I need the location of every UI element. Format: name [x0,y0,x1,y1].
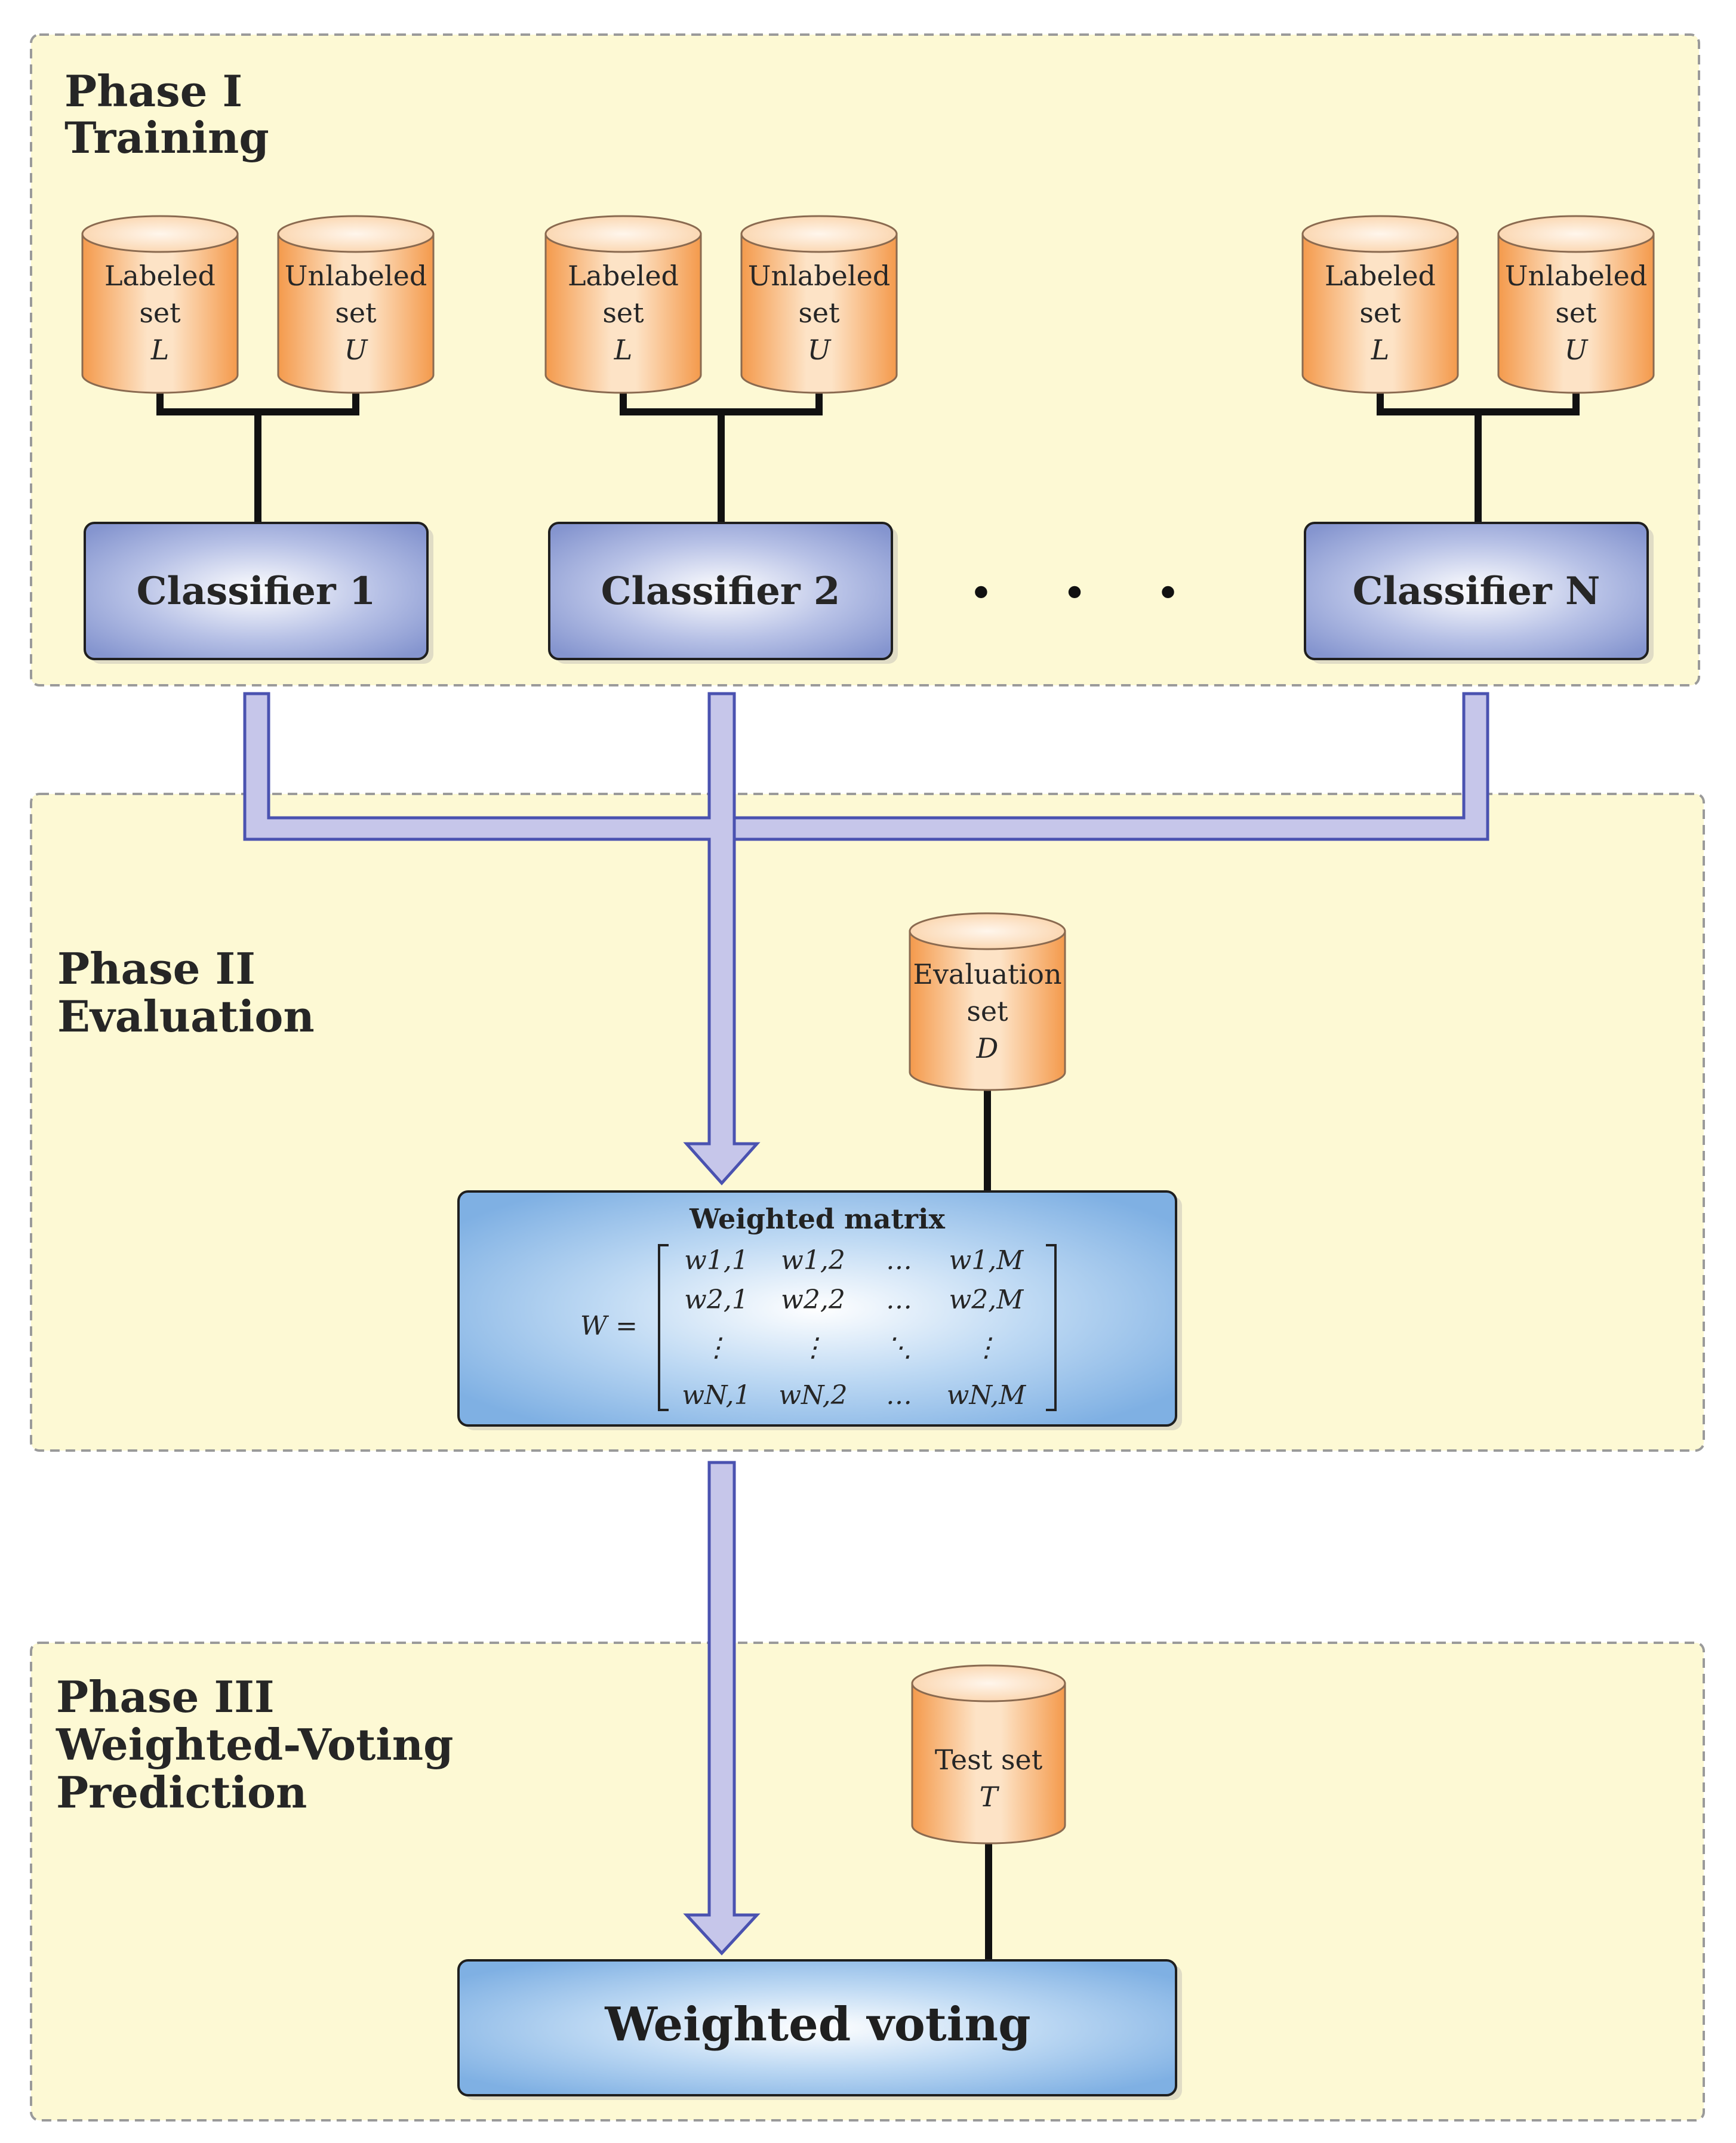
phase-2-subtitle: Evaluation [57,991,315,1042]
matrix-cell: ⋮ [800,1332,826,1363]
classifier-box-n [1304,522,1649,660]
matrix-cell: w1,M [949,1245,1024,1276]
cylinder-label: set [139,297,181,329]
classifier-group-1: Labeled set L Unlabeled set U Classifier… [81,215,435,664]
cylinder-variable: U [1565,334,1589,366]
cylinder-variable: U [808,334,832,366]
classifier-label: Classifier N [1353,569,1600,614]
cylinder-variable: L [614,334,633,366]
matrix-lhs: W = [580,1311,638,1341]
weighted-voting-box: Weighted voting [457,1959,1182,2100]
cylinder-label: Test set [935,1744,1043,1776]
test-set-cylinder: Test set T [911,1664,1066,1960]
cylinder-label: set [1555,297,1597,329]
classifier-group-2: Labeled set L Unlabeled set U Classifier… [544,215,898,664]
matrix-cell: ⋮ [703,1332,730,1363]
classifier-group-n: Labeled set L Unlabeled set U Classifier… [1301,215,1655,664]
cylinder-label: Unlabeled [748,260,891,292]
cylinder-label: Unlabeled [1505,260,1648,292]
right-bracket [1046,1244,1057,1411]
cylinder-label: set [1359,297,1401,329]
cylinder-label: set [967,995,1008,1027]
matrix-cell: w2,1 [684,1285,749,1315]
labeled-set-cylinder: Labeled set L [81,215,239,394]
matrix-cell: w2,2 [781,1285,845,1315]
classifier-box-1 [84,522,429,660]
unlabeled-set-cylinder: Unlabeled set U [1497,215,1655,394]
phase-3-container [30,1642,1705,2122]
classifier-label: Classifier 1 [137,569,376,614]
phase-1-subtitle: Training [64,112,269,163]
merge-arrow [243,692,1489,1186]
matrix-cell: w2,M [949,1285,1024,1315]
phase-3-title: Phase III [56,1671,275,1722]
ellipsis: · · · [969,553,1203,630]
matrix-cell: … [886,1380,912,1411]
down-arrow [683,1461,761,1956]
cylinder-label: Labeled [1325,260,1436,292]
phase-2-container [30,793,1705,1452]
cylinder-label: set [798,297,840,329]
left-bracket [658,1244,669,1411]
matrix-cell: w1,2 [781,1245,845,1276]
matrix-cell: ⋮ [973,1332,999,1363]
cylinder-variable: T [980,1781,1000,1813]
matrix-cell: ⋱ [886,1332,912,1363]
phase-1-title: Phase I [64,66,242,116]
evaluation-set-cylinder: Evaluation set D [909,912,1066,1194]
unlabeled-set-cylinder: Unlabeled set U [740,215,898,394]
phase-3-subtitle: Weighted-Voting [56,1719,453,1770]
cylinder-variable: L [1371,334,1390,366]
labeled-set-cylinder: Labeled set L [1301,215,1459,394]
cylinder-label: Labeled [568,260,679,292]
weighted-voting-label: Weighted voting [604,1997,1030,2052]
phase-2-title: Phase II [57,943,256,994]
classifier-label: Classifier 2 [601,569,841,614]
matrix-title: Weighted matrix [689,1203,945,1235]
unlabeled-set-cylinder: Unlabeled set U [277,215,435,394]
cylinder-label: Unlabeled [285,260,427,292]
matrix-cell: wN,1 [682,1380,750,1411]
cylinder-variable: L [150,334,170,366]
cylinder-label: set [335,297,377,329]
matrix-cell: wN,2 [778,1380,847,1411]
classifier-box-2 [548,522,893,660]
cylinder-label: Evaluation [913,958,1061,990]
matrix-cell: … [886,1285,912,1315]
cylinder-variable: D [976,1032,999,1064]
matrix-cell: w1,1 [684,1245,749,1276]
labeled-set-cylinder: Labeled set L [544,215,702,394]
cylinder-variable: U [344,334,369,366]
weighted-matrix-box: Weighted matrix W = w1,1 w1,2 … w1,M w2,… [457,1190,1182,1430]
cylinder-label: set [602,297,644,329]
phase-3-subtitle-2: Prediction [56,1767,307,1818]
matrix-cell: wN,M [947,1380,1026,1411]
matrix-cell: … [886,1245,912,1276]
cylinder-label: Labeled [104,260,216,292]
